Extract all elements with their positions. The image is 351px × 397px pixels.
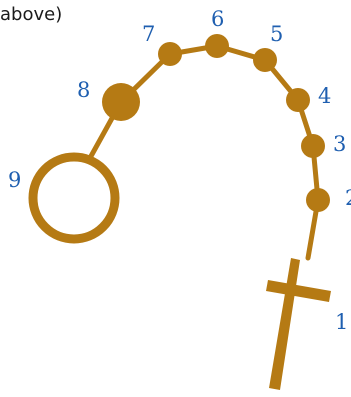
bead-large — [102, 83, 140, 121]
label-7: 7 — [142, 22, 155, 46]
label-6: 6 — [211, 7, 224, 31]
label-3: 3 — [333, 132, 346, 156]
bead-4 — [286, 88, 310, 112]
caption-fragment: above) — [0, 4, 62, 25]
label-4: 4 — [318, 84, 331, 108]
cross-horizontal-bar — [266, 280, 331, 302]
cord — [90, 46, 318, 258]
bead-5 — [253, 48, 277, 72]
ring — [33, 157, 115, 239]
bead-6 — [205, 34, 229, 58]
label-8: 8 — [77, 78, 90, 102]
label-2: 2 — [345, 186, 351, 210]
bead-7 — [158, 42, 182, 66]
label-9: 9 — [8, 168, 21, 192]
bead-2 — [306, 188, 330, 212]
cross — [266, 258, 331, 390]
bead-3 — [301, 134, 325, 158]
label-5: 5 — [270, 22, 283, 46]
cross-vertical-bar — [269, 258, 300, 390]
label-1: 1 — [335, 310, 348, 334]
